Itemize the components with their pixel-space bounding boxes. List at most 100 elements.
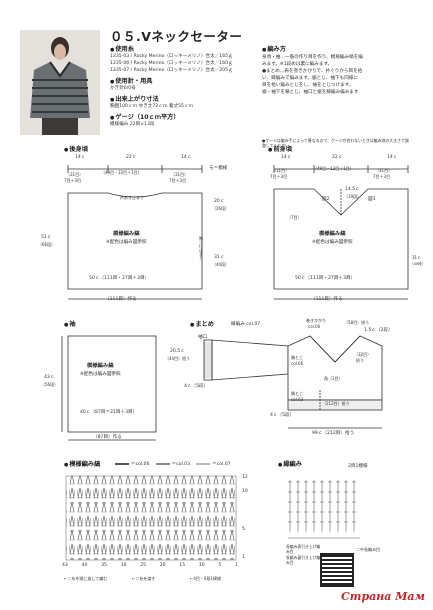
back-side-a-rows: （26段） xyxy=(212,206,230,211)
legend-label-col07: ＝col.07 xyxy=(212,462,231,467)
row-num-5: 5 xyxy=(242,527,245,532)
sleeve-height: 43ｃ xyxy=(44,375,55,380)
pattern-title: ０５.Vネックセーター xyxy=(110,29,243,44)
row-num-10: 10 xyxy=(242,489,248,494)
method-line-1: 身頃・袖…一筋の作り目を作り、模様編み縞を編 xyxy=(262,55,363,60)
sleeve-bottom: 40ｃ（87目＝21目＋3目） xyxy=(80,410,138,415)
gauge-value: 模様編み 22目×13段 xyxy=(110,122,155,127)
assembly-diagram xyxy=(203,335,383,429)
neck-32: （32目） xyxy=(354,352,372,357)
cuff-height: 4ｃ（5段） xyxy=(184,384,209,389)
front-pattern-label: 模様編み縞 xyxy=(319,231,346,237)
col-numbers: 43 40 35 30 25 20 15 10 5 1 xyxy=(62,563,238,568)
legend-swatch-col06 xyxy=(115,463,129,465)
back-diagram xyxy=(67,165,203,300)
back-top-mid: 22ｃ xyxy=(126,155,137,160)
front-top-right: 14ｃ xyxy=(387,155,398,160)
legend-label-col06: ＝col.06 xyxy=(131,462,150,467)
col-num: 15 xyxy=(179,563,186,568)
sweater-illustration xyxy=(20,30,100,135)
front-v-rows: （19段） xyxy=(344,194,362,199)
front-sub-c: （31目） xyxy=(375,168,393,173)
front-pattern-note: ※配色は編み図参照 xyxy=(312,240,353,245)
model-photo xyxy=(20,30,100,135)
sleeve-height-rows: （56段） xyxy=(41,382,59,387)
hem-pickup-top: （212目）拾う xyxy=(322,401,350,406)
pattern-heading: 模様編み縞 xyxy=(64,461,100,468)
cuff-width: 20.5ｃ xyxy=(170,349,185,354)
side-join-col: col.06 xyxy=(291,361,304,366)
method-line-2: みます。※1段めは裏に編みます。 xyxy=(262,62,333,67)
front-v-depth: 14.5ｃ xyxy=(345,187,360,192)
back-height-rows: （66段） xyxy=(38,242,56,247)
col-num: 40 xyxy=(81,563,88,568)
back-top-left: 14ｃ xyxy=(75,155,86,160)
back-cast-on: （111目）作る xyxy=(105,297,137,302)
back-sub-a2: 7目＋3目 xyxy=(64,178,82,183)
back-pattern-label: 模様編み縞 xyxy=(113,231,140,237)
edging-legend-c: ＝中長編み目 xyxy=(356,547,380,552)
neck-width: 1.5ｃ（2段） xyxy=(364,328,393,333)
back-top-right: 14ｃ xyxy=(181,155,192,160)
back-sub-b: （49目・12目＋1目） xyxy=(101,170,142,175)
back-bottom: 50ｃ（111目・27目＋3目） xyxy=(89,276,150,281)
front-height-rows: （40段） xyxy=(410,262,426,266)
size-value: 胸囲100ｃｍ ゆき丈72ｃｍ 着丈55ｃｍ xyxy=(110,104,194,109)
yarn-line-2: 1335-06 / Rocky Merino（ロッキーメリノ）合太／160ｇ xyxy=(110,61,233,66)
side-join: 鎖とじ xyxy=(291,355,303,360)
edging-chart xyxy=(288,479,360,539)
back-sub-c2: 7目＋3目 xyxy=(169,178,187,183)
front-heading: 前身頃 xyxy=(268,146,292,153)
col-num: 1 xyxy=(235,563,238,568)
pattern-legend: ＝col.06 ＝col.03 ＝col.07 xyxy=(115,461,231,467)
qr-code[interactable] xyxy=(320,553,354,587)
size-heading: 出来上がり寸法 xyxy=(110,96,158,103)
sleeve-pattern-label: 模様編み縞 xyxy=(87,363,114,369)
hem-width: 99ｃ（212目）拾う xyxy=(312,431,355,436)
front-sub-a2: 7目＋3目 xyxy=(270,174,288,179)
materials-heading: 使用糸 xyxy=(110,46,134,53)
front-top-left: 14ｃ xyxy=(281,155,292,160)
yarn-line-3: 1335-07 / Rocky Merino（ロッキーメリノ）合太／205ｇ xyxy=(110,68,233,73)
front-pick: （7目） xyxy=(287,215,302,220)
col-num: 20 xyxy=(159,563,166,568)
edging-repeat: 2目1模様 xyxy=(348,464,368,469)
sleeve-cast-on: （87目）作る xyxy=(93,435,122,440)
back-sub-c: （31目） xyxy=(171,172,189,177)
site-watermark: Страна Мам xyxy=(341,590,425,603)
back-height: 51ｃ xyxy=(41,235,52,240)
collar-pickup: （58目）拾う xyxy=(344,320,370,325)
legend-label-col03: ＝col.03 xyxy=(171,462,191,467)
cuff-label: 袖口 xyxy=(198,335,208,340)
front-bottom: 50ｃ（111目・27目＋3目） xyxy=(295,276,356,281)
neck-32-pick: 拾う xyxy=(356,358,364,363)
side-join-b-col: col.03 xyxy=(291,397,304,402)
front-height: 31ｃ xyxy=(412,255,422,260)
col-num: 5 xyxy=(218,563,222,568)
legend-swatch-col07 xyxy=(196,463,211,465)
back-mark-note: モ＝模様 xyxy=(209,166,228,171)
front-sub-b: （49目・12目＋1目） xyxy=(313,166,354,171)
finish-edging-label: 縁編み col.07 xyxy=(231,322,261,327)
pattern-foot-3: ←4目・6段1模様 xyxy=(190,576,221,581)
col-num: 43 xyxy=(62,563,68,568)
method-line-6: 裾・袖下を鎖とじ、袖口と裾を縁編み編みます xyxy=(262,90,359,95)
col-num: 35 xyxy=(101,563,107,568)
back-sub-a: （31目） xyxy=(66,172,84,177)
edging-heading: 縁編み xyxy=(278,461,302,468)
legend-swatch-col03 xyxy=(155,463,170,465)
back-neck-stop: 衿あき止まり xyxy=(120,195,144,200)
back-side-b: 31ｃ xyxy=(214,255,225,260)
back-side-a: 20ｃ xyxy=(214,199,225,204)
back-side-b-rows: （40段） xyxy=(212,262,230,267)
col-num: 30 xyxy=(120,563,127,568)
needle-value: かぎ針6/0号 xyxy=(110,86,136,91)
front-sub-c2: 7目＋3目 xyxy=(373,174,391,179)
collar-join: 巻きかがり xyxy=(306,318,326,323)
stitch-chart xyxy=(65,475,237,561)
row-num-1: 1 xyxy=(242,555,245,560)
legend-item: ＝col.07 xyxy=(196,461,231,467)
edging-legend-box: 長編み表引き上げ編み目 長編み裏引き上げ編み目 xyxy=(286,544,322,565)
back-sleeve-stop: 袖つけ止まり xyxy=(199,236,204,260)
method-line-3: ●まとめ…肩を巻きかがりで、衿ぐりから目を拾 xyxy=(262,69,363,74)
